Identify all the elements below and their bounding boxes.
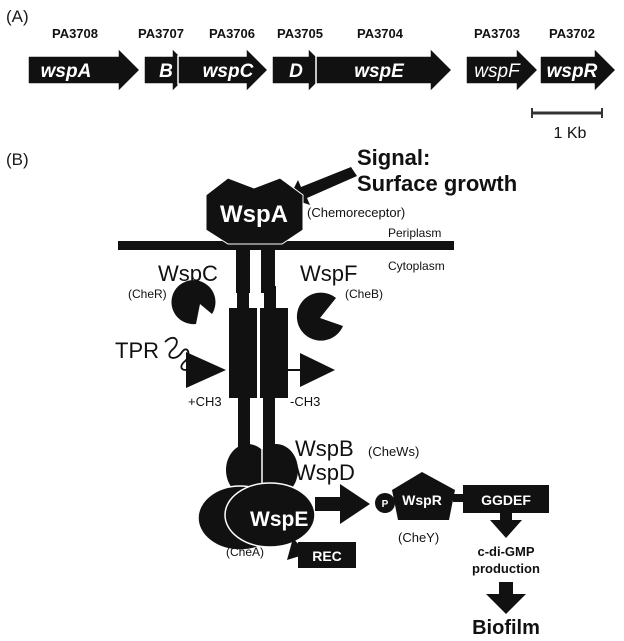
gene-name-wspd: D	[289, 61, 303, 82]
gene-name-wspr: wspR	[547, 61, 598, 82]
chey-label: (CheY)	[398, 530, 439, 545]
gene-arrow-wspe	[315, 46, 454, 94]
gene-id-pa3703: PA3703	[474, 26, 520, 41]
rec-box	[298, 542, 356, 568]
signal-line-2: Surface growth	[357, 171, 517, 196]
cdigmp-line-1: c-di-GMP	[477, 544, 534, 559]
plus-ch3-label: +CH3	[188, 394, 222, 409]
phospho-arrow	[315, 484, 370, 524]
gene-id-pa3708: PA3708	[52, 26, 98, 41]
ggdef-down-arrow	[490, 513, 522, 538]
methyl-remove-arrow	[300, 353, 335, 387]
gene-name-wspb: B	[159, 61, 173, 82]
cytoplasm-label: Cytoplasm	[388, 259, 445, 273]
wspc-shape	[171, 280, 216, 325]
scale-bar	[531, 108, 603, 118]
panel-b-label: (B)	[6, 150, 29, 169]
chemoreceptor-label: (Chemoreceptor)	[307, 205, 405, 220]
wspe-label: WspE	[250, 508, 308, 531]
signal-arrow	[289, 167, 357, 205]
wspa-stalk-right	[261, 238, 275, 293]
periplasm-label: Periplasm	[388, 226, 441, 240]
wspd-label: WspD	[295, 460, 355, 485]
wspa-hexagon	[205, 177, 304, 245]
wspf-label: WspF	[300, 261, 357, 286]
chea-label: (CheA)	[226, 545, 264, 559]
biofilm-label: Biofilm	[472, 617, 540, 639]
wspr-p-circle	[375, 493, 395, 513]
tpr-coil	[164, 337, 195, 371]
gene-id-pa3705: PA3705	[277, 26, 323, 41]
cdigmp-line-2: production	[472, 561, 540, 576]
methyl-add-arrow	[186, 352, 226, 388]
ggdef-box	[463, 485, 549, 513]
cher-label: (CheR)	[128, 287, 167, 301]
panel-a-label: (A)	[6, 7, 29, 26]
wspe-body	[224, 482, 316, 548]
gene-arrows	[27, 46, 618, 94]
gene-id-pa3702: PA3702	[549, 26, 595, 41]
wspf-shape	[296, 292, 343, 341]
gene-name-wspc: wspC	[203, 61, 254, 82]
gene-name-wspa: wspA	[41, 61, 92, 82]
membrane	[118, 241, 454, 250]
gene-id-pa3707: PA3707	[138, 26, 184, 41]
wspa-cyto-right	[260, 308, 288, 398]
gene-arrow-wspa	[27, 46, 142, 94]
gene-name-wspe: wspE	[354, 61, 405, 82]
cheb-label: (CheB)	[345, 287, 383, 301]
wspr-p-label: P	[382, 499, 389, 510]
gene-arrow-wspc	[177, 46, 270, 94]
wspa-label: WspA	[220, 201, 288, 228]
wspa-tail-right	[263, 396, 275, 456]
gene-names: wspA B wspC D wspE wspF wspR	[41, 61, 598, 82]
ggdef-label: GGDEF	[481, 492, 531, 508]
signal-line-1: Signal:	[357, 145, 430, 170]
wspa-cyto-left	[229, 308, 257, 398]
minus-ch3-label: -CH3	[290, 394, 320, 409]
wspa-stalk-left	[236, 238, 250, 293]
wspr-label: WspR	[402, 492, 442, 508]
gene-id-pa3704: PA3704	[357, 26, 404, 41]
gene-name-wspf: wspF	[474, 61, 521, 82]
scale-bar-label: 1 Kb	[554, 125, 587, 142]
rec-label: REC	[312, 548, 342, 564]
gene-arrow-wspr	[539, 46, 618, 94]
gene-ids: PA3708 PA3707 PA3706 PA3705 PA3704 PA370…	[52, 26, 595, 41]
gene-arrow-wspf	[465, 46, 540, 94]
wspr-pentagon	[392, 472, 455, 520]
gene-id-pa3706: PA3706	[209, 26, 255, 41]
wspb-label: WspB	[295, 436, 354, 461]
chews-label: (CheWs)	[368, 444, 419, 459]
rec-connector	[287, 538, 300, 560]
biofilm-down-arrow	[486, 582, 526, 614]
tpr-label: TPR	[115, 338, 159, 363]
wspa-tail-left	[238, 396, 250, 456]
